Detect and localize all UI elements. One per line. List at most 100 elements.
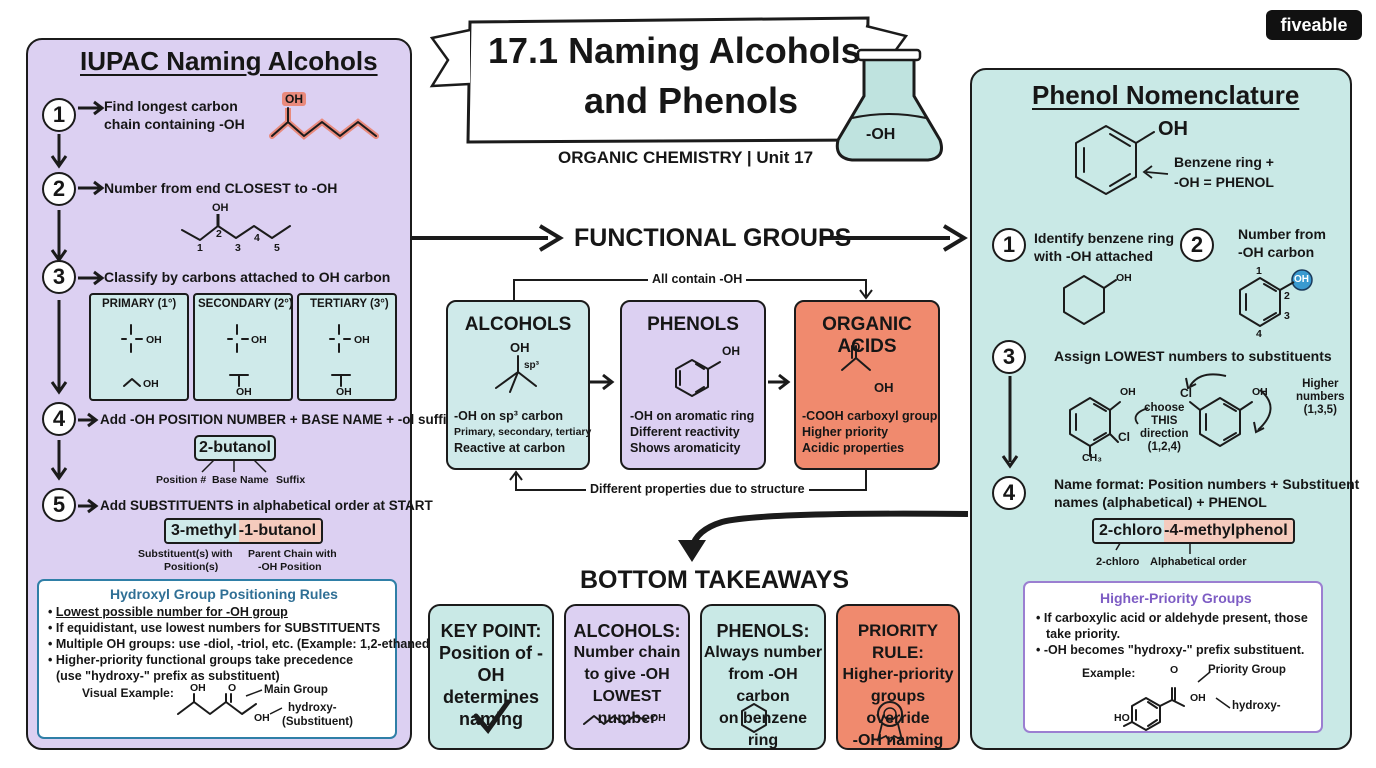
ring-number-3: 3 xyxy=(1284,310,1290,322)
rule-item: • Multiple OH groups: use -diol, -triol,… xyxy=(48,637,449,651)
priority-ho: HO xyxy=(1114,712,1130,724)
page-title-line1: 17.1 Naming Alcohols xyxy=(488,30,861,71)
bullet: -OH on sp³ carbon xyxy=(454,409,564,423)
primary-oh: OH xyxy=(146,334,162,346)
step-5-text: Add SUBSTITUENTS in alphabetical order a… xyxy=(100,498,433,513)
phenol-step-2-line1: Number from xyxy=(1238,226,1326,242)
acid-oh: OH xyxy=(874,380,894,395)
primary-oh-2: OH xyxy=(143,378,159,390)
takeaway-title: KEY POINT: xyxy=(440,621,542,641)
priority-rule: • If carboxylic acid or aldehyde present… xyxy=(1036,611,1308,625)
card-alcohols: ALCOHOLS xyxy=(446,300,590,470)
takeaway-line: -OH naming xyxy=(852,732,944,749)
phenol-step-4-line1: Name format: Position numbers + Substitu… xyxy=(1054,476,1360,492)
iupac-diagram xyxy=(37,100,397,739)
bullet: Shows aromaticity xyxy=(630,441,741,455)
takeaway-title: ALCOHOLS: xyxy=(573,621,681,641)
functional-groups-title: FUNCTIONAL GROUPS xyxy=(574,224,852,252)
chain-icon xyxy=(583,715,647,725)
step-3-badge: 3 xyxy=(42,260,76,294)
bullet: -OH on aromatic ring xyxy=(630,409,755,423)
benzene-note-2: -OH = PHENOL xyxy=(1174,174,1274,190)
label-base-name: Base Name xyxy=(212,474,269,486)
card-phenols: PHENOLS xyxy=(620,300,766,470)
step-2-oh-label: OH xyxy=(212,202,229,214)
ring-number-4: 4 xyxy=(1256,328,1262,340)
example-note-order: Alphabetical order xyxy=(1150,556,1247,568)
carbon-number-4: 4 xyxy=(254,232,260,244)
carbon-number-1: 1 xyxy=(197,242,203,254)
phenol-panel-title: Phenol Nomenclature xyxy=(1032,80,1300,110)
example-note-chloro: 2-chloro xyxy=(1096,556,1140,568)
example-methylphenol: -4-methylphenol xyxy=(1164,520,1293,542)
different-properties: Different properties due to structure xyxy=(586,482,809,496)
takeaway-line: Number chain xyxy=(573,644,681,661)
example-parent-chain: -1-butanol xyxy=(238,520,322,542)
secondary-oh-2: OH xyxy=(236,386,252,398)
class-secondary: SECONDARY (2°) xyxy=(198,298,293,310)
secondary-oh: OH xyxy=(251,334,267,346)
phenol-step-4-line2: names (alphabetical) + PHENOL xyxy=(1054,494,1267,510)
priority-rule: • -OH becomes "hydroxy-" prefix substitu… xyxy=(1036,643,1305,657)
brand-logo: fiveable xyxy=(1266,10,1362,40)
hydroxy-label: hydroxy- xyxy=(1232,700,1281,712)
acids-bullets: -COOH carboxyl group Higher priority Aci… xyxy=(802,408,937,456)
phenol-oh: OH xyxy=(722,344,740,358)
phenol-step-1-line1: Identify benzene ring xyxy=(1034,230,1175,246)
right-example-cl: Cl xyxy=(1180,386,1192,400)
step-4-badge: 4 xyxy=(42,402,76,436)
card-organic-acids: ORGANIC ACIDS xyxy=(794,300,940,470)
bullet: Higher priority xyxy=(802,425,889,439)
example-2-chloro-4-methylphenol: 2-chloro -4-methylphenol xyxy=(1092,518,1295,544)
rule-item: • Higher-priority functional groups take… xyxy=(48,653,354,667)
carbon-number-5: 5 xyxy=(274,242,280,254)
step-4-text: Add -OH POSITION NUMBER + BASE NAME + -o… xyxy=(100,412,455,427)
takeaway-line: on benzene ring xyxy=(718,710,807,749)
takeaway-line: Higher-priority xyxy=(842,666,954,683)
ring-number-2: 2 xyxy=(1284,290,1290,302)
visual-o: O xyxy=(228,682,237,694)
rule-item: (use "hydroxy-" prefix as substituent) xyxy=(56,669,280,683)
hydroxy-substituent-2: (Substituent) xyxy=(282,716,353,728)
bullet: Acidic properties xyxy=(802,441,905,455)
example-substituent: 3-methyl xyxy=(166,520,239,542)
tertiary-oh: OH xyxy=(354,334,370,346)
takeaway-title: PHENOLS: xyxy=(716,621,810,641)
step-2-badge: 2 xyxy=(42,172,76,206)
rule-item: • Lowest possible number for -OH group xyxy=(48,605,288,619)
phenol-step-1-badge: 1 xyxy=(992,228,1026,262)
takeaway-title: PRIORITY RULE: xyxy=(857,621,939,662)
visual-oh-top: OH xyxy=(190,682,206,694)
phenol-step-2-badge: 2 xyxy=(1180,228,1214,262)
flask-label: -OH xyxy=(866,126,896,143)
chain-icon-oh: OH xyxy=(650,712,666,724)
all-contain-oh: All contain -OH xyxy=(648,272,747,286)
priority-rule: take priority. xyxy=(1046,627,1121,641)
takeaway-line: from -OH carbon xyxy=(728,666,798,705)
alcohol-sp3: sp³ xyxy=(524,360,539,371)
phenol-step-3-badge: 3 xyxy=(992,340,1026,374)
left-example-cl: Cl xyxy=(1118,430,1130,444)
carbon-number-2: 2 xyxy=(216,228,222,240)
hydroxy-substituent-1: hydroxy- xyxy=(288,702,337,714)
takeaway-line: to give -OH xyxy=(584,666,670,683)
takeaway-alcohols: ALCOHOLS: Number chain to give -OH LOWES… xyxy=(564,604,690,750)
priority-title: Higher-Priority Groups xyxy=(1100,590,1252,606)
left-example-ch3: CH₃ xyxy=(1082,452,1103,464)
takeaway-icons xyxy=(473,699,904,743)
example-3-methyl-1-butanol: 3-methyl -1-butanol xyxy=(164,518,324,544)
step-3-text: Classify by carbons attached to OH carbo… xyxy=(104,269,391,285)
phenol-diagram xyxy=(1001,125,1323,733)
main-group-label: Main Group xyxy=(264,684,328,696)
bottom-takeaways-title: BOTTOM TAKEAWAYS xyxy=(580,566,850,594)
ring-number-1: 1 xyxy=(1256,265,1262,277)
acid-o: O xyxy=(851,340,861,354)
rules-list: • Lowest possible number for -OH group •… xyxy=(48,604,448,684)
takeaway-line: groups override xyxy=(866,688,930,727)
page-subtitle: ORGANIC CHEMISTRY | Unit 17 xyxy=(558,148,814,167)
step-2-text: Number from end CLOSEST to -OH xyxy=(104,180,338,196)
benzene-icon xyxy=(741,703,767,733)
bullet: Primary, secondary, tertiary xyxy=(454,426,592,438)
